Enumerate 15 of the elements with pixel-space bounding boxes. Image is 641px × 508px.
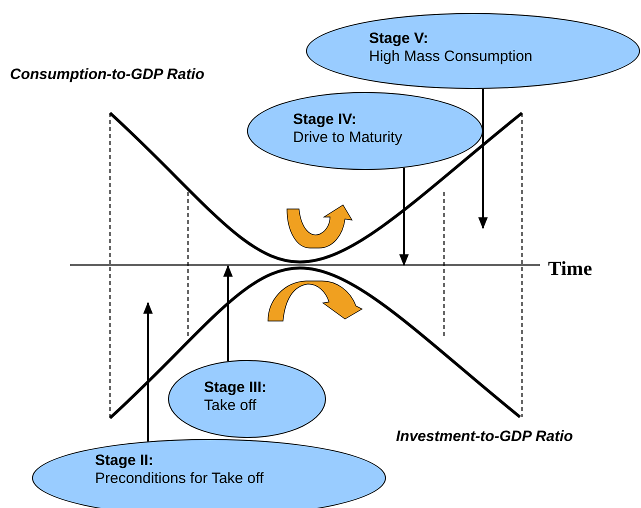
stage-title: Stage IV: [293,111,358,129]
arrow [143,302,153,442]
arrow [223,264,233,362]
axis-label: Investment-to-GDP Ratio [396,427,573,447]
arrow [399,168,409,266]
stage-title: Stage III: [204,379,267,397]
axis-label: Time [548,257,592,282]
stage-title: Stage II: [95,452,154,470]
stage-description: Preconditions for Take off [95,470,264,488]
stage-description: High Mass Consumption [369,48,532,66]
arrow [478,88,488,230]
axis-label: Consumption-to-GDP Ratio [10,65,204,85]
stage-description: Take off [204,397,258,415]
stage-description: Drive to Maturity [293,129,402,147]
stage-title: Stage V: [369,30,430,48]
